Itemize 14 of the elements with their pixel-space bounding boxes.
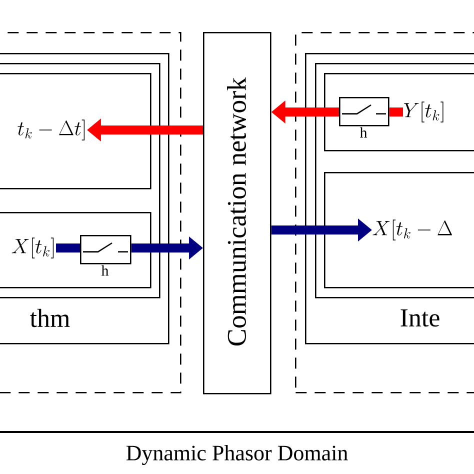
dashed-region — [295, 32, 474, 394]
signal-label: $X[t_k]$ — [12, 238, 54, 258]
network-box: Communication network — [203, 32, 272, 394]
switch-label: h — [101, 265, 109, 276]
switch-label: h — [360, 127, 368, 138]
process-box — [324, 73, 474, 152]
inner-box — [315, 63, 474, 298]
process-box: $X[t_k - \Delta$ — [324, 172, 474, 288]
domain-label: Dynamic Phasor Domain — [126, 445, 348, 466]
inner-box — [0, 63, 160, 298]
signal-label: $Y[t_k]$ — [404, 102, 444, 122]
process-box — [0, 212, 152, 288]
dashed-region — [0, 32, 182, 394]
process-box: $t_k - \Delta t]$ — [0, 73, 152, 190]
